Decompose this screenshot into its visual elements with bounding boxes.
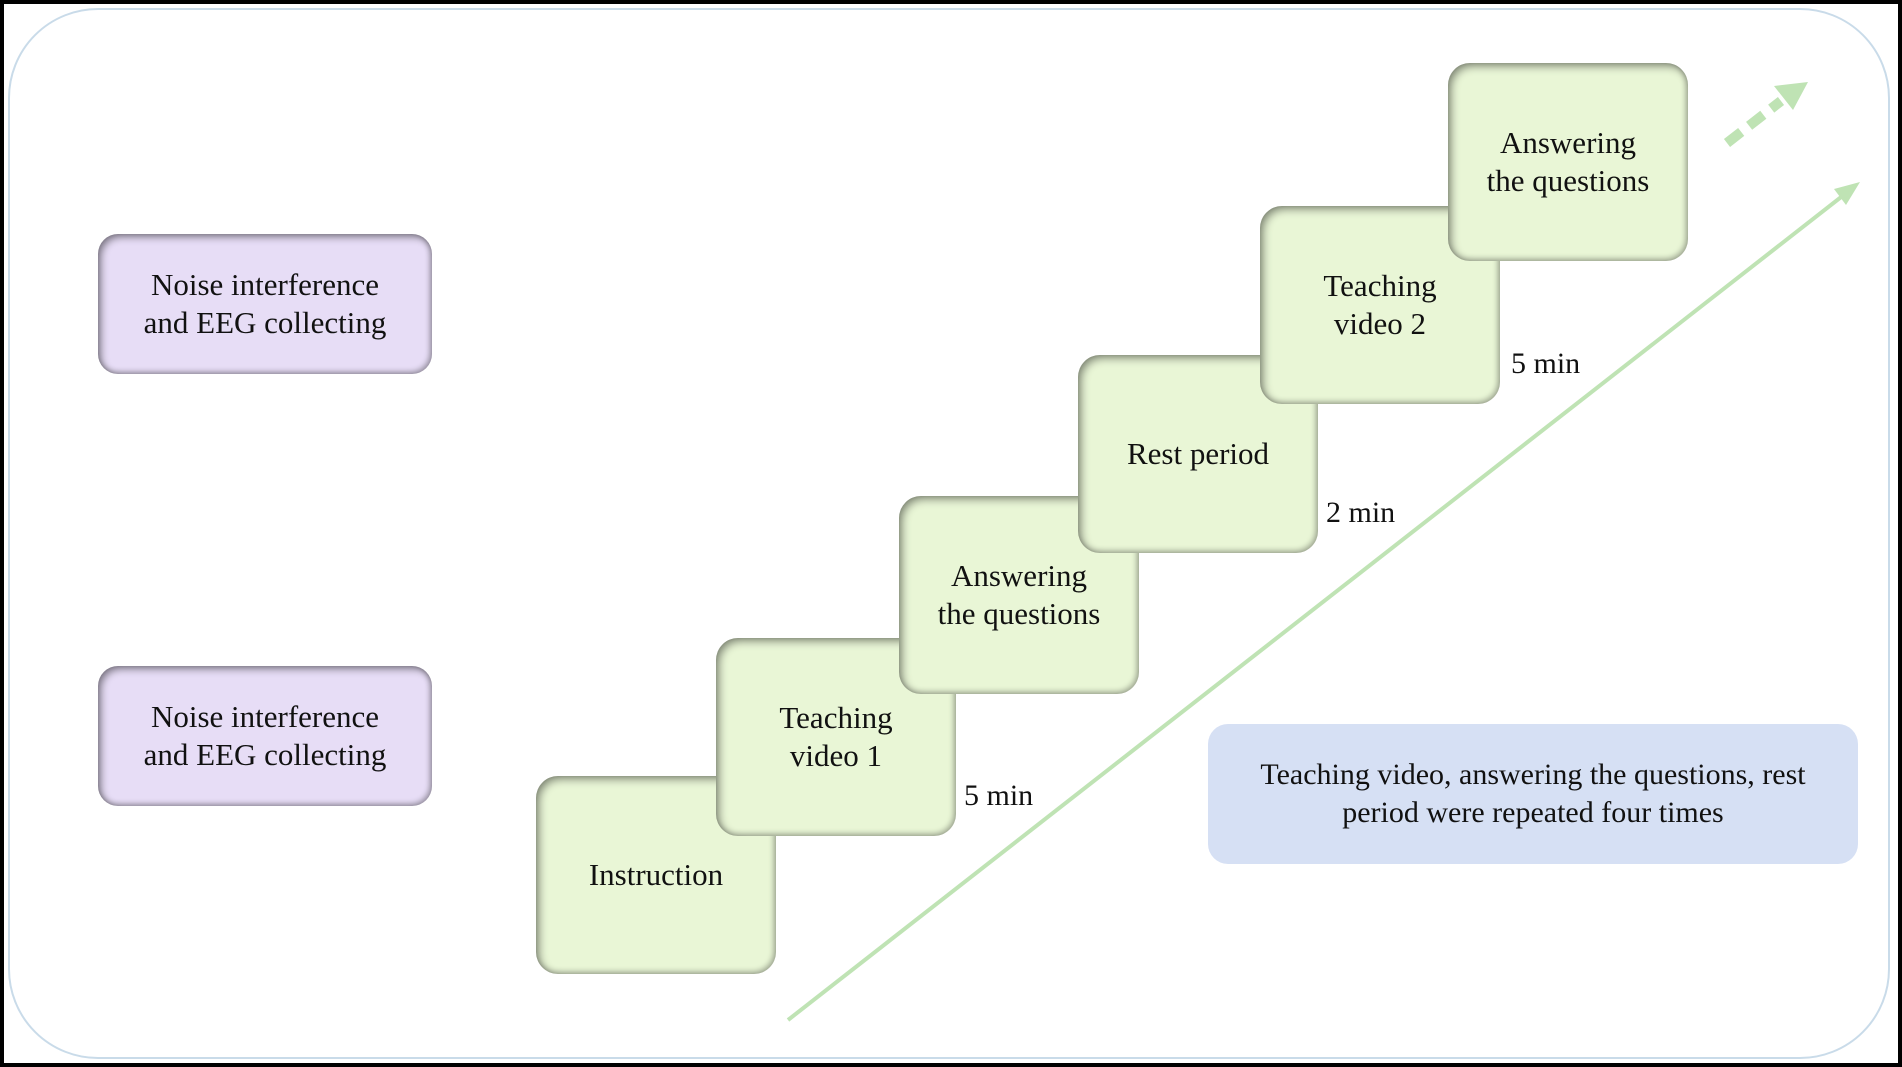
stage-box-noise-eeg-top: Noise interference and EEG collecting (98, 234, 432, 374)
step-box-label: Answering the questions (937, 558, 1101, 631)
repetition-note: Teaching video, answering the questions,… (1208, 724, 1858, 864)
timeline-arrowhead (1834, 182, 1860, 205)
continuation-dashed-arrow (1723, 97, 1785, 147)
duration-label-teaching-video-1: 5 min (964, 779, 1034, 812)
step-box-label: Rest period (1126, 436, 1270, 471)
duration-label-rest-period: 2 min (1326, 496, 1396, 529)
step-box-label: Teaching video 1 (779, 700, 893, 773)
stage-box-noise-eeg-bottom: Noise interference and EEG collecting (98, 666, 432, 806)
stage-box-label: Noise interference and EEG collecting (143, 267, 387, 340)
duration-label-teaching-video-2: 5 min (1511, 347, 1581, 380)
step-box-label: Teaching video 2 (1323, 268, 1437, 341)
step-box-answering-questions-2: Answering the questions (1448, 63, 1688, 261)
step-box-label: Answering the questions (1486, 125, 1650, 198)
continuation-arrowhead (1774, 82, 1808, 110)
stage-box-label: Noise interference and EEG collecting (143, 699, 387, 772)
step-box-label: Instruction (588, 857, 724, 892)
timeline-arrow-line (786, 192, 1847, 1022)
repetition-note-text: Teaching video, answering the questions,… (1260, 758, 1806, 829)
